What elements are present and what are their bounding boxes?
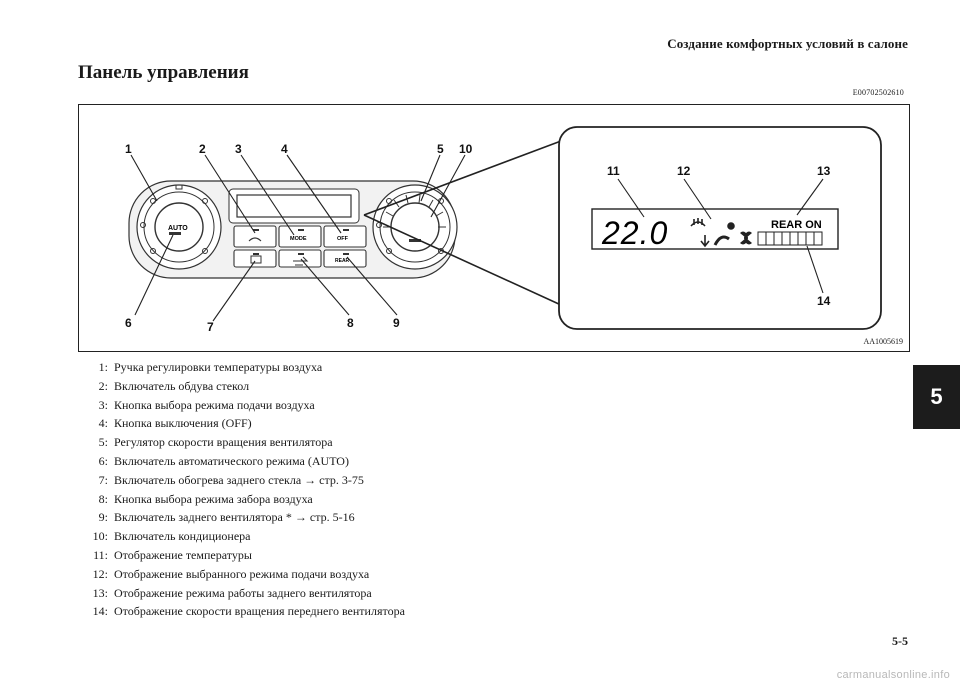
list-item: 10:Включатель кондиционера: [92, 529, 251, 544]
callout-3: 3: [235, 142, 242, 156]
page-number: 5-5: [892, 634, 908, 648]
list-item: 1:Ручка регулировки температуры воздуха: [98, 360, 323, 374]
center-button-block: [233, 225, 367, 268]
fan-speed-bar: [757, 231, 823, 246]
list-item: 5:Регулятор скорости вращения вентилятор…: [98, 435, 333, 450]
legend-list: 1:Ручка регулировки температуры воздуха …: [86, 358, 646, 621]
list-item: 11:Отображение температуры: [93, 547, 252, 562]
list-item: 3:Кнопка выбора режима подачи воздуха: [98, 397, 315, 412]
list-item: 12:Отображение выбранного режима подачи …: [92, 566, 370, 581]
defroster-icon: [248, 237, 262, 242]
list-item: 7:Включатель обогрева заднего стекла → с…: [98, 472, 364, 487]
display-temperature: 22.0: [601, 215, 668, 251]
page-title: Панель управления: [78, 62, 249, 83]
display-mode-icons: [690, 218, 735, 248]
mode-button-label: MODE: [290, 236, 307, 242]
list-item: 2:Включатель обдува стекол: [98, 378, 250, 393]
auto-button-label: AUTO: [168, 225, 188, 232]
callout-6: 6: [125, 316, 132, 330]
callout-2: 2: [199, 142, 206, 156]
figure-code: AA1005619: [863, 337, 903, 346]
display-fan-icon: [740, 231, 752, 245]
running-title: Создание комфортных условий в салоне: [667, 36, 908, 51]
callout-9: 9: [393, 316, 400, 330]
callout-11: 11: [607, 164, 620, 178]
panel-display-screen: [236, 194, 352, 218]
chapter-tab: 5: [913, 365, 960, 429]
callout-8: 8: [347, 316, 354, 330]
zoom-line-top: [363, 140, 562, 216]
rear-button-label: REAR: [335, 258, 350, 264]
callout-7: 7: [207, 320, 214, 334]
control-panel-figure: AUTO MODE OFF REAR: [78, 104, 910, 352]
list-item: 4:Кнопка выключения (OFF): [98, 416, 252, 431]
center-button-indicators: [253, 229, 349, 255]
callout-5: 5: [437, 142, 444, 156]
list-item: 14:Отображение скорости вращения передне…: [92, 604, 405, 619]
list-item: 13:Отображение режима работы заднего вен…: [92, 585, 372, 600]
leader-lines: [130, 154, 824, 322]
control-panel-illustration: AUTO MODE OFF REAR: [125, 126, 882, 334]
off-button-label: OFF: [337, 236, 349, 242]
list-item: 8:Кнопка выбора режима забора воздуха: [98, 491, 313, 506]
list-item: 6:Включатель автоматического режима (AUT…: [98, 453, 349, 468]
watermark: carmanualsonline.info: [836, 669, 950, 681]
callout-1: 1: [125, 142, 132, 156]
list-item: 9:Включатель заднего вентилятора * → стр…: [98, 510, 355, 525]
doc-code: E00702502610: [852, 88, 904, 97]
zoom-line-bottom: [363, 214, 562, 306]
callout-14: 14: [817, 294, 831, 308]
display-rear-status: REAR ON: [771, 219, 822, 231]
callout-4: 4: [281, 142, 288, 156]
callout-12: 12: [677, 164, 691, 178]
air-recirculation-icon: [293, 256, 309, 266]
rear-defogger-icon: [250, 255, 262, 264]
temperature-knob: [136, 184, 222, 270]
fan-speed-knob: [372, 184, 458, 270]
callout-10: 10: [459, 142, 473, 156]
callout-13: 13: [817, 164, 831, 178]
